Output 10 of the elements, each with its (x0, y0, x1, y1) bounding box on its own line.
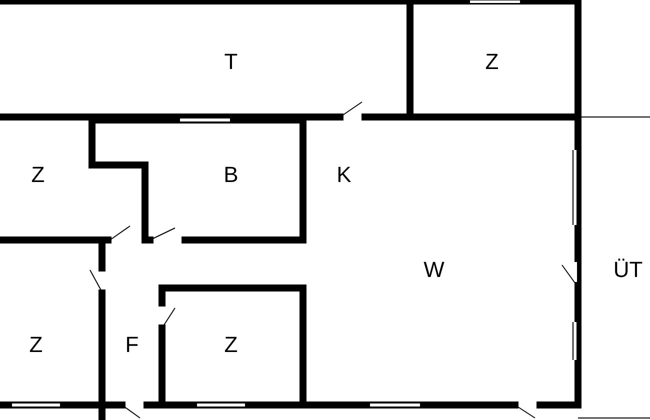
room-label: Z (29, 334, 43, 356)
room-label: F (125, 334, 139, 356)
room-label: Z (485, 51, 499, 73)
room-label: B (224, 164, 238, 186)
room-label: Z (224, 334, 238, 356)
room-label: Z (31, 164, 45, 186)
room-label: T (224, 51, 238, 73)
room-label: K (336, 164, 352, 186)
room-label: W (424, 259, 444, 281)
room-label: ÜT (613, 259, 643, 281)
